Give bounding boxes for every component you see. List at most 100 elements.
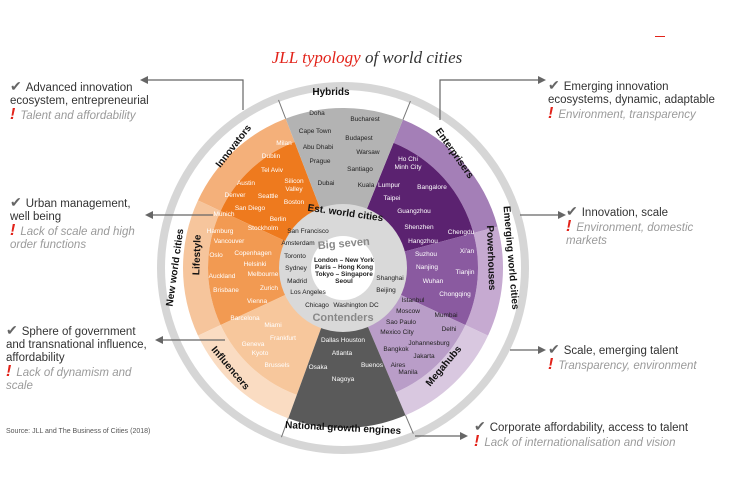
connector-arrows — [145, 79, 560, 437]
city-label: Berlin — [270, 216, 287, 223]
city-label: Sydney — [285, 265, 307, 272]
segment-powerhouses — [397, 233, 478, 326]
note-enterprisers: Emerging innovation ecosystems, dynamic,… — [548, 79, 728, 122]
city-label: Madrid — [287, 278, 307, 285]
decorative-dash — [655, 36, 665, 37]
city-label: Vancouver — [214, 238, 245, 245]
city-label: Dubai — [318, 180, 335, 187]
city-label: Prague — [310, 158, 331, 165]
big-seven-city: Tokyo – Singapore — [315, 271, 373, 278]
city-label: Melbourne — [248, 271, 279, 278]
note-innovators: Advanced innovation ecosystem, entrepren… — [10, 80, 160, 123]
city-label: Cape Town — [299, 128, 332, 135]
segment-influencers — [220, 293, 323, 395]
city-label: Ho Chi — [398, 156, 418, 163]
city-label: Toronto — [284, 253, 306, 260]
city-label: Doha — [309, 110, 325, 117]
source-note: Source: JLL and The Business of Cities (… — [6, 428, 151, 435]
segment-hybrids — [285, 108, 403, 213]
city-label: Brisbane — [213, 287, 239, 294]
city-label: Delhi — [442, 326, 457, 333]
segment-band-powerhouses — [465, 226, 503, 336]
city-label: Osaka — [309, 364, 328, 371]
segment-innovators — [220, 141, 322, 243]
segment-national — [288, 323, 406, 428]
city-label: Oslo — [209, 252, 223, 259]
arrow-innovators — [145, 79, 244, 110]
arrow-enterprisers — [439, 79, 540, 120]
city-label: Austin — [237, 180, 255, 187]
city-label: Chicago — [305, 302, 329, 309]
segment-band-enterprisers — [393, 119, 498, 234]
segment-band-lifestyle — [183, 200, 221, 336]
big-seven-city: Seoul — [335, 278, 353, 285]
city-label: Copenhagen — [234, 250, 272, 257]
city-label: Istanbul — [402, 297, 425, 304]
note-national: Corporate affordability, access to talen… — [474, 420, 724, 450]
city-label: Santiago — [347, 166, 373, 173]
city-label: Guangzhou — [397, 208, 431, 215]
city-label: Munich — [214, 211, 235, 218]
city-label: Nagoya — [332, 376, 355, 383]
city-label: Minh City — [394, 164, 422, 171]
city-label: Milan — [276, 140, 292, 147]
city-label: Moscow — [396, 308, 420, 315]
segment-label-powerhouses: Powerhouses — [484, 225, 497, 291]
city-label: Nanjing — [416, 264, 438, 271]
ring-divider — [280, 418, 289, 438]
city-label: Hamburg — [207, 228, 234, 235]
city-label: Miami — [264, 322, 281, 329]
city-label: Brussels — [265, 362, 291, 369]
ring-divider — [278, 99, 287, 119]
city-label: Barcelona — [230, 315, 260, 322]
note-influencers: Sphere of government and transnational i… — [6, 324, 156, 393]
city-label: Hangzhou — [408, 238, 438, 245]
city-label: Tianjin — [456, 269, 475, 276]
city-label: Lumpur — [378, 182, 401, 189]
ring-label-hybrids: Hybrids — [312, 87, 350, 98]
note-powerhouses: Innovation, scaleEnvironment, domestic m… — [566, 205, 696, 248]
city-label: Aires — [391, 362, 407, 369]
note-lifestyle: Urban management, well beingLack of scal… — [10, 196, 140, 252]
city-label: Dublin — [262, 153, 281, 160]
segment-band-megahubs — [395, 325, 489, 416]
city-label: Zurich — [260, 285, 278, 292]
city-label: Washington DC — [333, 302, 379, 309]
city-label: San Diego — [235, 205, 266, 212]
page-title: JLL typology of world cities — [271, 48, 463, 67]
city-label: Chengdu — [448, 229, 475, 236]
segment-megahubs — [366, 293, 466, 393]
city-label: Johannesburg — [408, 340, 450, 347]
city-label: Boston — [284, 199, 305, 206]
city-label: Suzhou — [415, 251, 437, 258]
segment-enterprisers — [365, 142, 474, 253]
city-label: Wuhan — [423, 278, 444, 285]
city-label: Shanghai — [376, 275, 403, 282]
city-label: Jakarta — [413, 353, 435, 360]
city-label: Silicon — [284, 178, 304, 185]
ring-label-big-seven: Big seven — [317, 236, 370, 253]
city-label: Dallas Houston — [321, 337, 365, 344]
city-label: Frankfurt — [270, 335, 296, 342]
city-label: San Francisco — [287, 228, 329, 235]
city-label: Bangalore — [417, 184, 447, 191]
segment-band-influencers — [197, 325, 297, 419]
city-label: Warsaw — [356, 149, 380, 156]
big-seven-city: Paris – Hong Kong — [315, 264, 373, 271]
city-label: Seattle — [258, 193, 279, 200]
ring-label-contenders: Contenders — [312, 312, 373, 324]
city-label: Taipei — [384, 195, 401, 202]
segment-band-innovators — [197, 118, 295, 211]
city-label: Vienna — [247, 298, 268, 305]
city-label: Manila — [398, 369, 418, 376]
city-label: Atlanta — [332, 350, 353, 357]
city-label: Valley — [285, 186, 303, 193]
city-label: Denver — [225, 192, 247, 199]
city-label: Kuala — [358, 182, 375, 189]
big-seven-circle — [311, 236, 375, 300]
city-label: Abu Dhabi — [303, 144, 333, 151]
city-label: Helsinki — [244, 261, 267, 268]
city-label: Sao Paulo — [386, 319, 416, 326]
city-label: Los Angeles — [290, 289, 326, 296]
